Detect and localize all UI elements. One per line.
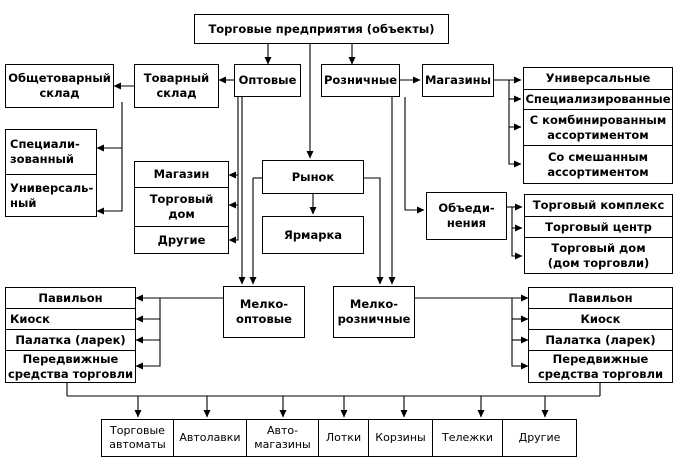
right-kiosk-node: Киоск xyxy=(529,309,672,330)
shop-wholesale-node: Магазин xyxy=(135,162,228,188)
trade-complex-node: Торговый комплекс xyxy=(525,195,672,217)
left-kiosk-node: Киоск xyxy=(6,309,135,330)
shop-types-group: Универсальные Специализированные С комби… xyxy=(523,67,673,184)
trays-node: Лотки xyxy=(319,420,369,456)
wholesale-node: Оптовые xyxy=(234,64,301,97)
trade-center-node: Торговый центр xyxy=(525,217,672,238)
baskets-node: Корзины xyxy=(369,420,433,456)
automobile-shops-node: Авто- магазины xyxy=(247,420,319,456)
specialized-shops-node: Специализированные xyxy=(524,90,672,110)
small-retail-node: Мелко- розничные xyxy=(333,286,415,338)
right-small-outlets-group: Павильон Киоск Палатка (ларек) Передвижн… xyxy=(528,287,673,383)
shops-node: Магазины xyxy=(422,64,494,97)
left-small-outlets-group: Павильон Киоск Палатка (ларек) Передвижн… xyxy=(5,287,136,383)
mobile-trade-types-row: Торговые автоматы Автолавки Авто- магази… xyxy=(101,419,577,457)
universal-shops-node: Универсальные xyxy=(524,68,672,90)
left-stall-node: Палатка (ларек) xyxy=(6,330,135,351)
right-stall-node: Палатка (ларек) xyxy=(529,330,672,351)
warehouse-node: Товарный склад xyxy=(134,64,219,108)
associations-node: Объеди- нения xyxy=(426,192,507,240)
left-mobile-node: Передвижные средства торговли xyxy=(7,351,134,381)
association-types-group: Торговый комплекс Торговый центр Торговы… xyxy=(524,194,673,274)
mixed-shops-node: Со смешанным ассортиментом xyxy=(547,149,649,179)
market-node: Рынок xyxy=(262,160,364,194)
trade-house-retail-node: Торговый дом (дом торговли) xyxy=(547,240,650,270)
right-pavilion-node: Павильон xyxy=(529,288,672,309)
carts-node: Тележки xyxy=(433,420,503,456)
left-pavilion-node: Павильон xyxy=(6,288,135,309)
universal-warehouse-node: Универсаль- ный xyxy=(10,180,94,210)
others-bottom-node: Другие xyxy=(518,431,561,444)
trade-house-wholesale-node: Торговый дом xyxy=(135,188,228,227)
small-wholesale-node: Мелко- оптовые xyxy=(223,286,305,338)
warehouse-types-group: Специали- зованный Универсаль- ный xyxy=(5,129,97,217)
others-wholesale-node: Другие xyxy=(157,232,206,247)
combined-shops-node: С комбинированным ассортиментом xyxy=(524,110,672,146)
right-mobile-node: Передвижные средства торговли xyxy=(537,351,664,381)
fair-node: Ярмарка xyxy=(262,216,364,254)
autoshops-node: Автолавки xyxy=(174,420,247,456)
vending-machines-node: Торговые автоматы xyxy=(102,420,174,456)
root-node: Торговые предприятия (объекты) xyxy=(194,14,449,44)
retail-node: Розничные xyxy=(321,64,400,97)
specialized-warehouse-node: Специали- зованный xyxy=(6,130,96,175)
general-warehouse-node: Общетоварный склад xyxy=(5,64,114,108)
wholesale-types-group: Магазин Торговый дом Другие xyxy=(134,161,229,254)
